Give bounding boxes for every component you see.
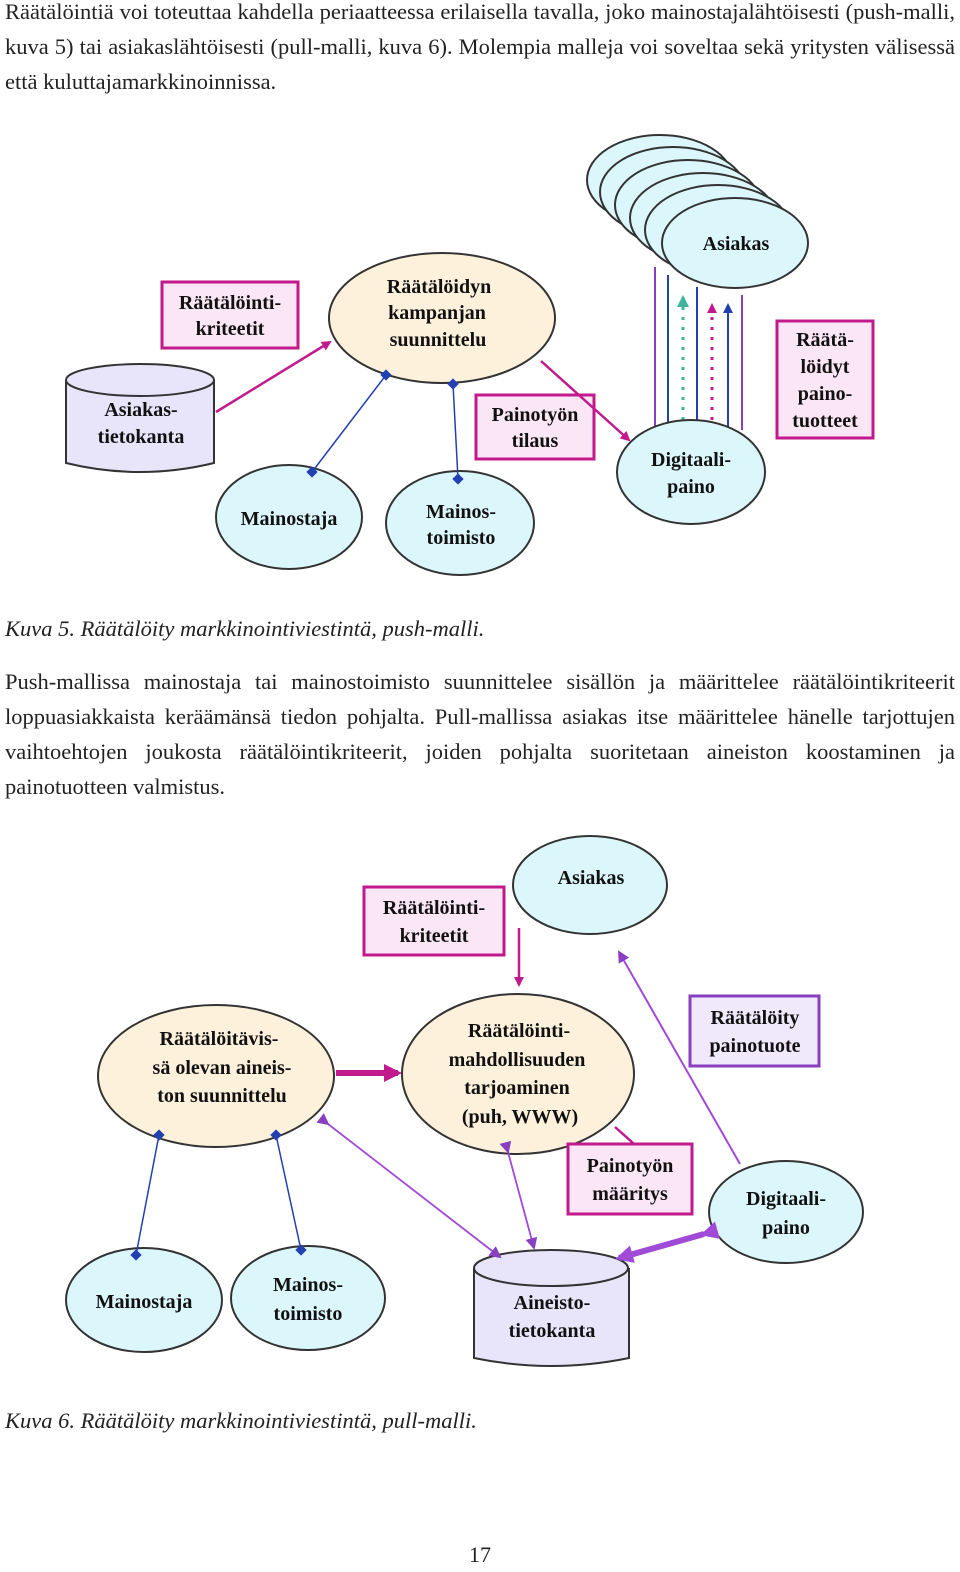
- svg-text:tilaus: tilaus: [512, 430, 559, 452]
- svg-text:Painotyön: Painotyön: [587, 1155, 674, 1177]
- svg-text:kriteetit: kriteetit: [196, 318, 265, 340]
- advertiser: Mainostaja: [65, 1247, 223, 1353]
- customer-stack: Asiakas: [586, 134, 809, 289]
- svg-text:ton suunnittelu: ton suunnittelu: [157, 1085, 287, 1107]
- ad-agency: Mainos- toimisto: [230, 1245, 386, 1351]
- page-number: 17: [469, 1542, 491, 1567]
- svg-text:paino-: paino-: [798, 383, 852, 405]
- svg-text:Digitaali-: Digitaali-: [746, 1188, 826, 1210]
- criteria-box: Räätälöinti- kriteetit: [160, 280, 300, 350]
- svg-text:(puh, WWW): (puh, WWW): [462, 1106, 578, 1128]
- svg-text:Räätälöidyn: Räätälöidyn: [387, 276, 491, 298]
- svg-text:Mainos-: Mainos-: [426, 501, 496, 523]
- svg-text:paino: paino: [762, 1217, 810, 1239]
- svg-text:Räätälöinti-: Räätälöinti-: [179, 292, 281, 314]
- customer-label: Asiakas: [703, 233, 770, 255]
- svg-text:Räätälöity: Räätälöity: [711, 1007, 800, 1029]
- printed-product-box: Räätälöity painotuote: [688, 994, 821, 1068]
- advertiser: Mainostaja: [215, 464, 363, 570]
- digital-print: Digitaali- paino: [708, 1160, 864, 1264]
- svg-text:sä olevan aineis-: sä olevan aineis-: [153, 1057, 292, 1079]
- material-database: Aineisto- tietokanta: [473, 1249, 630, 1367]
- svg-text:Painotyön: Painotyön: [492, 404, 579, 426]
- middle-paragraph: Push-mallissa mainostaja tai mainostoimi…: [5, 669, 955, 799]
- figure-5-caption: Kuva 5. Räätälöity markkinointiviestintä…: [5, 616, 485, 641]
- svg-text:toimisto: toimisto: [274, 1303, 343, 1325]
- svg-text:Aineisto-: Aineisto-: [514, 1292, 591, 1314]
- svg-text:tietokanta: tietokanta: [98, 426, 185, 448]
- svg-text:tietokanta: tietokanta: [509, 1320, 596, 1342]
- svg-text:määritys: määritys: [592, 1183, 668, 1205]
- printed-products-box: Räätä- löidyt paino- tuotteet: [775, 319, 875, 440]
- svg-text:suunnittelu: suunnittelu: [390, 329, 487, 351]
- svg-text:Räätälöinti-: Räätälöinti-: [383, 897, 485, 919]
- svg-text:Räätälöinti-: Räätälöinti-: [468, 1020, 570, 1042]
- customer-database: Asiakas- tietokanta: [65, 363, 215, 473]
- svg-text:Räätälöitävis-: Räätälöitävis-: [160, 1028, 279, 1050]
- connector-lines: [130, 1129, 307, 1261]
- svg-text:kampanjan: kampanjan: [388, 302, 486, 324]
- svg-text:Mainostaja: Mainostaja: [241, 508, 338, 530]
- offering-ellipse: Räätälöinti- mahdollisuuden tarjoaminen …: [401, 993, 635, 1155]
- connector-lines: [306, 369, 464, 485]
- ad-agency: Mainos- toimisto: [385, 470, 535, 576]
- svg-text:Asiakas-: Asiakas-: [104, 399, 177, 421]
- svg-text:toimisto: toimisto: [427, 527, 496, 549]
- criteria-box: Räätälöinti- kriteetit: [362, 885, 506, 957]
- delivery-lines: [654, 267, 743, 430]
- svg-text:tuotteet: tuotteet: [792, 410, 858, 432]
- svg-text:painotuote: painotuote: [709, 1035, 800, 1057]
- customer: Asiakas: [512, 835, 668, 935]
- figure-6-pull-model: Asiakas Räätälöinti- kriteetit Räätälöit…: [65, 835, 864, 1367]
- intro-paragraph: Räätälöintiä voi toteuttaa kahdella peri…: [5, 0, 955, 94]
- digital-print: Digitaali- paino: [616, 419, 766, 525]
- svg-text:Räätä-: Räätä-: [796, 329, 854, 351]
- database-arrows: [316, 1113, 720, 1263]
- campaign-planning: Räätälöidyn kampanjan suunnittelu: [328, 252, 556, 384]
- svg-text:Asiakas: Asiakas: [558, 867, 625, 889]
- svg-text:tarjoaminen: tarjoaminen: [464, 1077, 570, 1099]
- svg-text:löidyt: löidyt: [801, 356, 850, 378]
- svg-text:mahdollisuuden: mahdollisuuden: [449, 1049, 586, 1071]
- svg-text:kriteetit: kriteetit: [400, 925, 469, 947]
- print-spec-box: Painotyön määritys: [566, 1142, 694, 1216]
- svg-text:paino: paino: [667, 476, 715, 498]
- print-order-box: Painotyön tilaus: [474, 393, 596, 461]
- figure-6-caption: Kuva 6. Räätälöity markkinointiviestintä…: [5, 1408, 477, 1433]
- svg-text:Mainostaja: Mainostaja: [96, 1291, 193, 1313]
- svg-text:Mainos-: Mainos-: [273, 1274, 343, 1296]
- material-planning: Räätälöitävis- sä olevan aineis- ton suu…: [97, 1004, 335, 1148]
- figure-5-push-model: Asiakas Asiakas- tietokanta Räätälöinti-…: [65, 134, 875, 576]
- svg-text:Digitaali-: Digitaali-: [651, 449, 731, 471]
